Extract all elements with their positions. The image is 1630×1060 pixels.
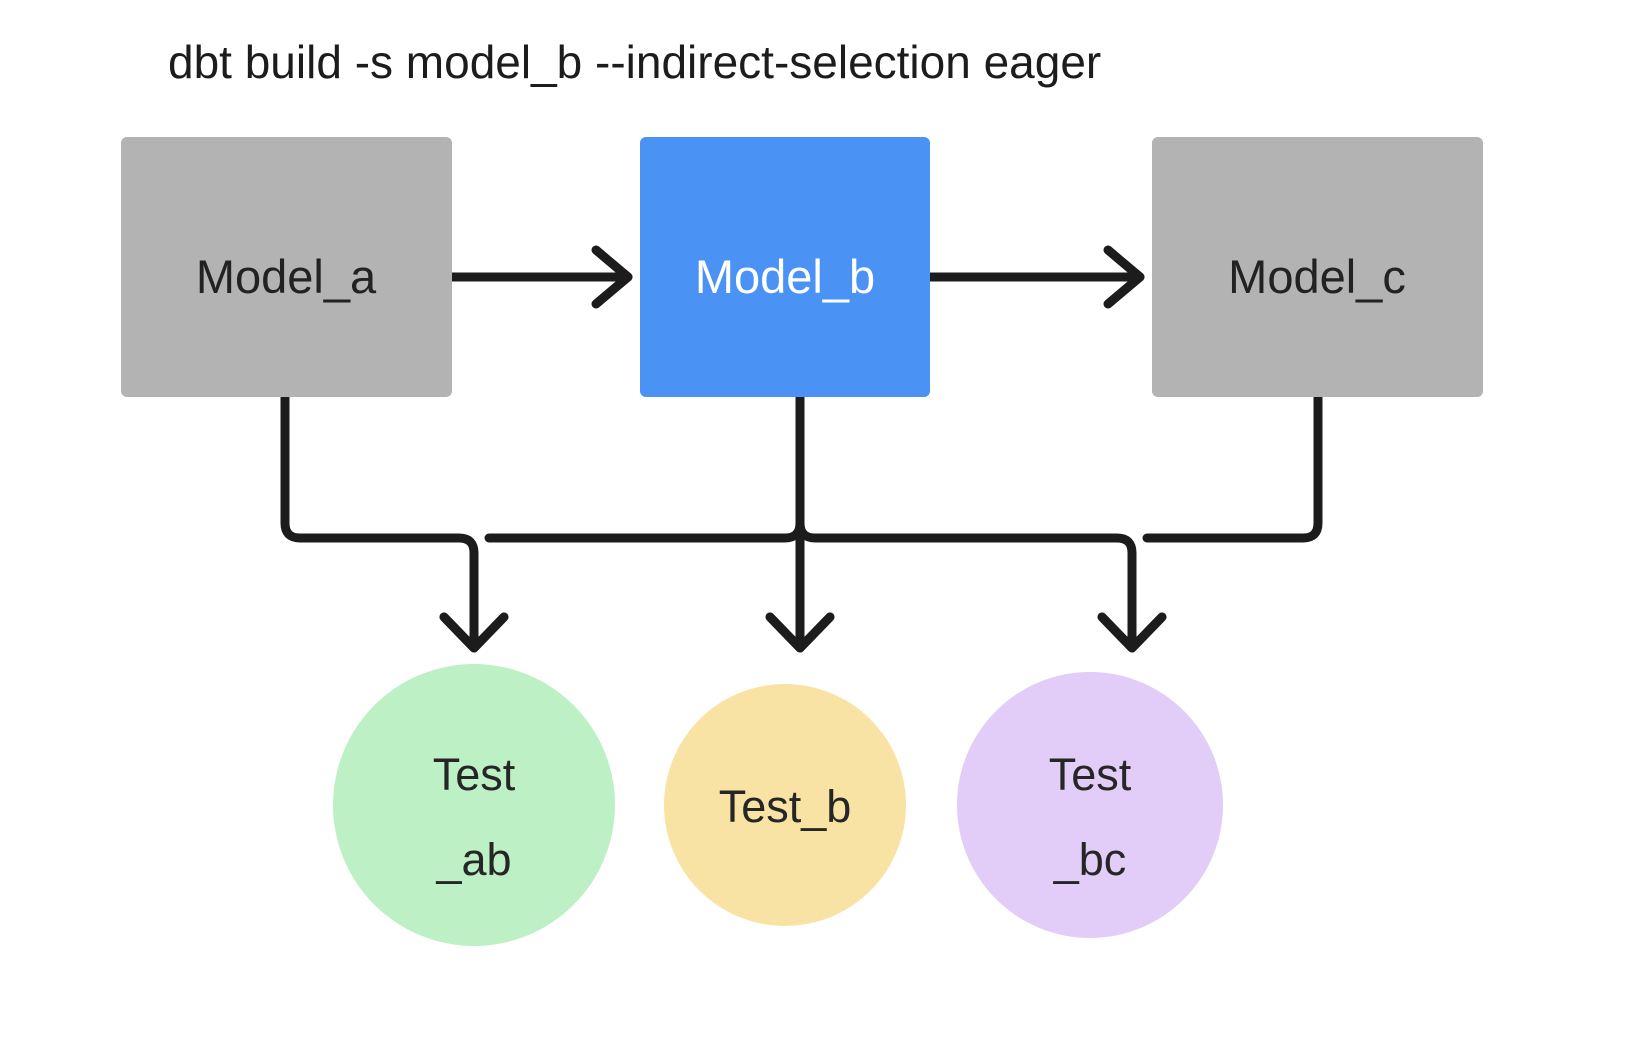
node-test-ab[interactable]: Test _ab (333, 664, 615, 946)
model-b-box[interactable] (640, 137, 930, 397)
test-bc-label-line2: _bc (1053, 834, 1127, 885)
model-c-label: Model_c (1228, 250, 1406, 303)
test-b-label-line1: Test_b (719, 781, 852, 832)
arrowhead-test-bc (1097, 612, 1167, 653)
edge-model-c-to-test-bc (1142, 392, 1323, 543)
node-test-b[interactable]: Test_b (664, 684, 906, 926)
test-ab-label-line2: _ab (435, 834, 511, 885)
arrowhead-overlay (439, 612, 1167, 653)
test-b-circle[interactable] (664, 684, 906, 926)
model-a-box[interactable] (121, 137, 452, 397)
diagram-title: dbt build -s model_b --indirect-selectio… (168, 36, 1101, 88)
edge-model-a-to-model-b (447, 245, 633, 309)
arrowhead-test-b (765, 612, 835, 653)
node-model-b[interactable]: Model_b (640, 137, 930, 397)
edge-model-b-to-model-c (925, 245, 1145, 309)
edge-model-a-to-test-ab (280, 392, 509, 653)
test-ab-circle[interactable] (333, 664, 615, 946)
test-ab-label-line1: Test (433, 749, 516, 800)
node-test-bc[interactable]: Test _bc (957, 672, 1223, 938)
model-a-label: Model_a (196, 250, 377, 303)
arrowhead-test-ab (439, 612, 509, 653)
node-model-a[interactable]: Model_a (121, 137, 452, 397)
model-c-box[interactable] (1152, 137, 1483, 397)
test-bc-circle[interactable] (957, 672, 1223, 938)
edge-model-b-to-test-ab (484, 518, 805, 543)
node-model-c[interactable]: Model_c (1152, 137, 1483, 397)
test-bc-label-line1: Test (1049, 749, 1132, 800)
model-b-label: Model_b (695, 250, 875, 303)
